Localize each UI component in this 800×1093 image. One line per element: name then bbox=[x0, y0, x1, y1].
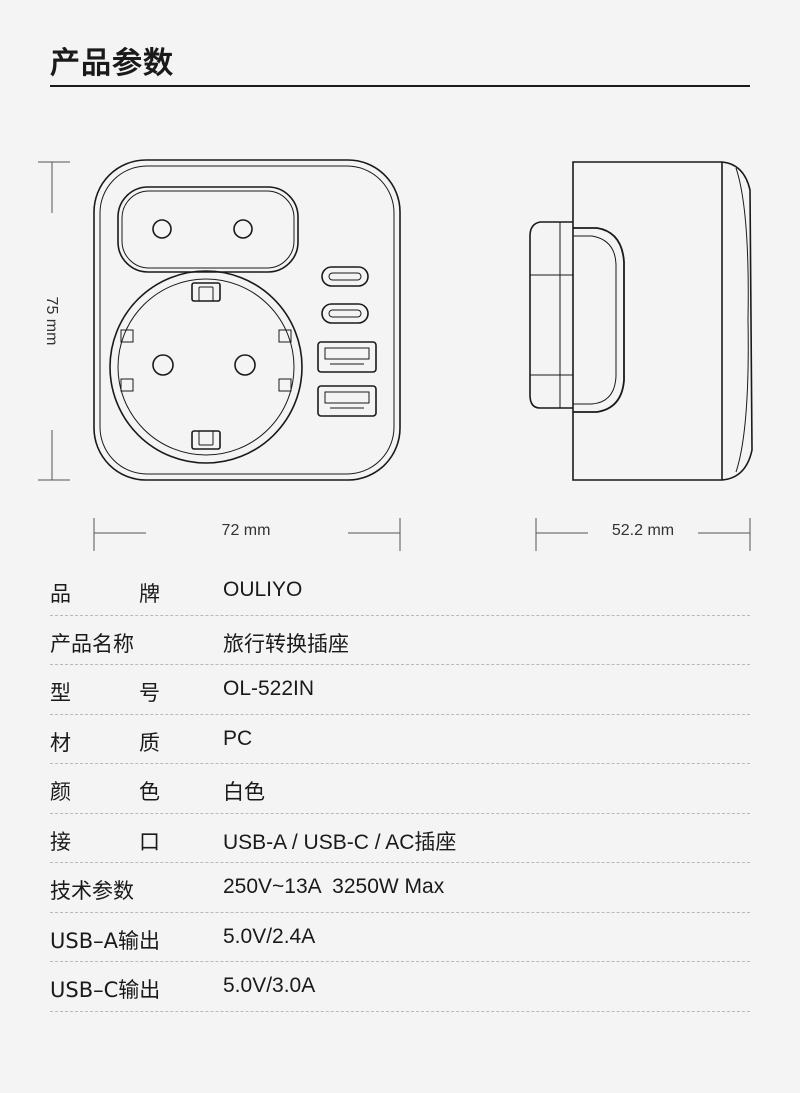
product-drawing bbox=[38, 159, 753, 551]
spec-value: 5.0V/3.0A bbox=[223, 974, 316, 997]
usb-c-ports bbox=[321, 266, 369, 324]
usb-a-ports bbox=[317, 341, 377, 417]
spec-label: USB–A输出 bbox=[50, 928, 160, 953]
page-title: 产品参数 bbox=[50, 46, 174, 81]
spec-value: 250V~13A 3250W Max bbox=[223, 875, 445, 898]
spec-row-usb-a-output: USB–A输出 5.0V/2.4A bbox=[50, 913, 750, 962]
schuko-socket bbox=[109, 270, 303, 464]
eu-two-pin-socket bbox=[117, 186, 299, 273]
height-dimension-label: 75 mm bbox=[43, 296, 60, 346]
spec-row-model: 型号 OL-522IN bbox=[50, 665, 750, 715]
spec-label: 产品名称 bbox=[50, 631, 134, 656]
title-divider bbox=[50, 85, 750, 87]
spec-table: 品牌 OULIYO 产品名称 旅行转换插座 型号 OL-522IN 材质 PC … bbox=[50, 566, 750, 1012]
spec-value: USB-A / USB-C / AC插座 bbox=[223, 830, 457, 854]
dimension-lines bbox=[38, 161, 751, 551]
spec-value: PC bbox=[223, 726, 253, 750]
spec-label: 型号 bbox=[50, 681, 160, 705]
spec-value: 旅行转换插座 bbox=[223, 632, 349, 656]
spec-row-brand: 品牌 OULIYO bbox=[50, 566, 750, 616]
spec-row-material: 材质 PC bbox=[50, 715, 750, 764]
spec-label: 颜色 bbox=[50, 780, 160, 804]
spec-row-tech-params: 技术参数 250V~13A 3250W Max bbox=[50, 863, 750, 913]
spec-label: 接口 bbox=[50, 829, 160, 854]
depth-dimension-label: 52.2 mm bbox=[611, 522, 675, 539]
spec-value: 白色 bbox=[223, 781, 265, 804]
spec-row-usb-c-output: USB–C输出 5.0V/3.0A bbox=[50, 962, 750, 1012]
spec-label: 材质 bbox=[50, 730, 160, 755]
spec-value: OL-522IN bbox=[223, 677, 315, 700]
front-view bbox=[93, 159, 401, 481]
spec-row-interface: 接口 USB-A / USB-C / AC插座 bbox=[50, 814, 750, 863]
side-view bbox=[529, 161, 753, 481]
spec-label: 技术参数 bbox=[50, 879, 134, 903]
spec-row-product-name: 产品名称 旅行转换插座 bbox=[50, 616, 750, 665]
spec-value: 5.0V/2.4A bbox=[223, 924, 316, 948]
spec-label: USB–C输出 bbox=[50, 978, 161, 1002]
spec-value: OULIYO bbox=[223, 578, 303, 601]
width-dimension-label: 72 mm bbox=[221, 522, 271, 539]
spec-label: 品牌 bbox=[50, 582, 160, 606]
spec-row-color: 颜色 白色 bbox=[50, 764, 750, 814]
